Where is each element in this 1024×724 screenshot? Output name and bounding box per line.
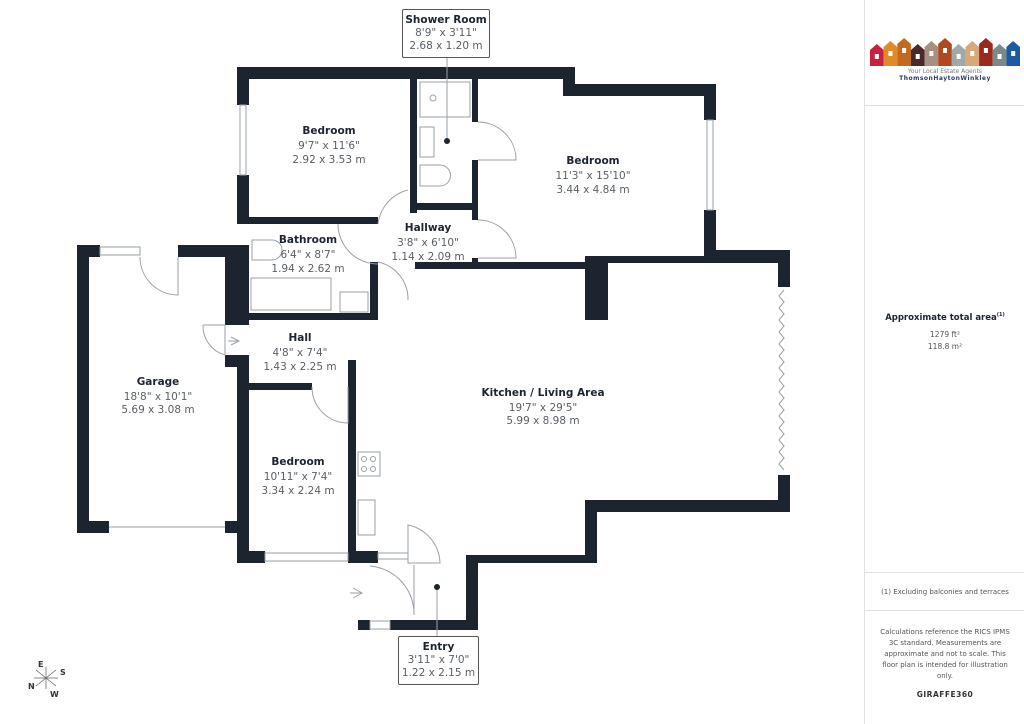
svg-text:Kitchen / Living Area: Kitchen / Living Area: [481, 387, 604, 399]
svg-text:11'3" x 15'10": 11'3" x 15'10": [555, 170, 630, 182]
area-m: 118.8 m²: [927, 341, 963, 351]
logo-house-window: [997, 54, 1002, 59]
svg-text:1.14 x 2.09 m: 1.14 x 2.09 m: [391, 251, 464, 263]
logo-brand: ThomsonHaytonWinkley: [899, 75, 991, 82]
room-bedroom-2: Bedroom 11'3" x 15'10" 3.44 x 4.84 m: [555, 155, 630, 196]
light-point-icon: [434, 584, 440, 590]
logo-house-window: [970, 51, 975, 56]
exclusion-section: (1) Excluding balconies and terraces: [865, 572, 1024, 611]
svg-text:Bedroom: Bedroom: [302, 125, 355, 137]
svg-text:5.69 x 3.08 m: 5.69 x 3.08 m: [121, 404, 194, 416]
svg-text:3'8" x 6'10": 3'8" x 6'10": [397, 237, 459, 249]
svg-text:9'7" x 11'6": 9'7" x 11'6": [298, 140, 360, 152]
room-garage: Garage 18'8" x 10'1" 5.69 x 3.08 m: [121, 376, 194, 416]
svg-text:6'4" x 8'7": 6'4" x 8'7": [280, 249, 335, 261]
logo-house-window: [943, 48, 947, 53]
floor-plan: Bedroom 9'7" x 11'6" 2.92 x 3.53 m Bedro…: [28, 30, 790, 699]
disclaimer-section: Calculations reference the RICS IPMS 3C …: [865, 610, 1024, 724]
agent-logo: Your Local Estate Agents ThomsonHaytonWi…: [865, 0, 1024, 106]
room-shower-room-label: Shower Room 8'9" x 3'11" 2.68 x 1.20 m: [402, 9, 490, 58]
disclaimer-text: Calculations reference the RICS IPMS 3C …: [880, 628, 1010, 680]
room-bedroom-1: Bedroom 9'7" x 11'6" 2.92 x 3.53 m: [292, 125, 365, 166]
svg-text:Bathroom: Bathroom: [279, 234, 337, 246]
area-title: Approximate total area: [885, 312, 997, 323]
svg-text:Hallway: Hallway: [405, 222, 452, 234]
area-ft: 1279 ft²: [930, 329, 960, 339]
logo-house-window: [874, 54, 879, 59]
room-entry-label: Entry 3'11" x 7'0" 1.22 x 2.15 m: [398, 636, 479, 685]
room-hallway: Hallway 3'8" x 6'10" 1.14 x 2.09 m: [391, 222, 464, 263]
logo-house-window: [902, 48, 907, 53]
svg-text:S: S: [60, 668, 66, 677]
svg-text:1.94 x 2.62 m: 1.94 x 2.62 m: [271, 263, 344, 275]
exclusion-note: (1) Excluding balconies and terraces: [881, 588, 1009, 596]
light-point-icon: [444, 138, 450, 144]
svg-text:4'8" x 7'4": 4'8" x 7'4": [272, 347, 327, 359]
svg-text:Bedroom: Bedroom: [566, 155, 619, 167]
svg-text:Bedroom: Bedroom: [271, 456, 324, 468]
logo-house-window: [956, 54, 961, 59]
area-section: Approximate total area(1) 1279 ft² 118.8…: [865, 105, 1024, 573]
walls: [77, 67, 790, 630]
houses-logo-icon: [870, 38, 1020, 66]
area-note-marker: (1): [996, 312, 1005, 318]
logo-house-window: [1011, 51, 1016, 56]
svg-text:N: N: [28, 682, 35, 691]
logo-house-window: [888, 51, 893, 56]
svg-text:18'8" x 10'1": 18'8" x 10'1": [124, 391, 192, 403]
svg-text:3.34 x 2.24 m: 3.34 x 2.24 m: [261, 485, 334, 497]
room-bedroom-3: Bedroom 10'11" x 7'4" 3.34 x 2.24 m: [261, 456, 334, 497]
room-hall: Hall 4'8" x 7'4" 1.43 x 2.25 m: [263, 332, 336, 373]
svg-text:10'11" x 7'4": 10'11" x 7'4": [264, 471, 332, 483]
svg-text:19'7" x 29'5": 19'7" x 29'5": [509, 402, 577, 414]
giraffe360-credit: GIRAFFE360: [916, 690, 974, 699]
info-panel: Your Local Estate Agents ThomsonHaytonWi…: [864, 0, 1024, 724]
svg-text:E: E: [38, 660, 43, 669]
logo-tagline: Your Local Estate Agents: [908, 68, 982, 75]
logo-house-window: [983, 48, 988, 53]
svg-text:Garage: Garage: [137, 376, 180, 388]
room-bathroom: Bathroom 6'4" x 8'7" 1.94 x 2.62 m: [271, 234, 344, 275]
svg-text:3.44 x 4.84 m: 3.44 x 4.84 m: [556, 184, 629, 196]
svg-text:W: W: [50, 690, 59, 699]
svg-text:2.92 x 3.53 m: 2.92 x 3.53 m: [292, 154, 365, 166]
room-kitchen-living: Kitchen / Living Area 19'7" x 29'5" 5.99…: [481, 387, 604, 427]
logo-house-window: [929, 51, 934, 56]
svg-text:1.43 x 2.25 m: 1.43 x 2.25 m: [263, 361, 336, 373]
svg-text:Hall: Hall: [288, 332, 311, 344]
compass: E S N W: [28, 660, 66, 699]
logo-house-window: [915, 54, 920, 59]
fixtures-and-openings: [99, 30, 785, 636]
svg-text:5.99 x 8.98 m: 5.99 x 8.98 m: [506, 415, 579, 427]
